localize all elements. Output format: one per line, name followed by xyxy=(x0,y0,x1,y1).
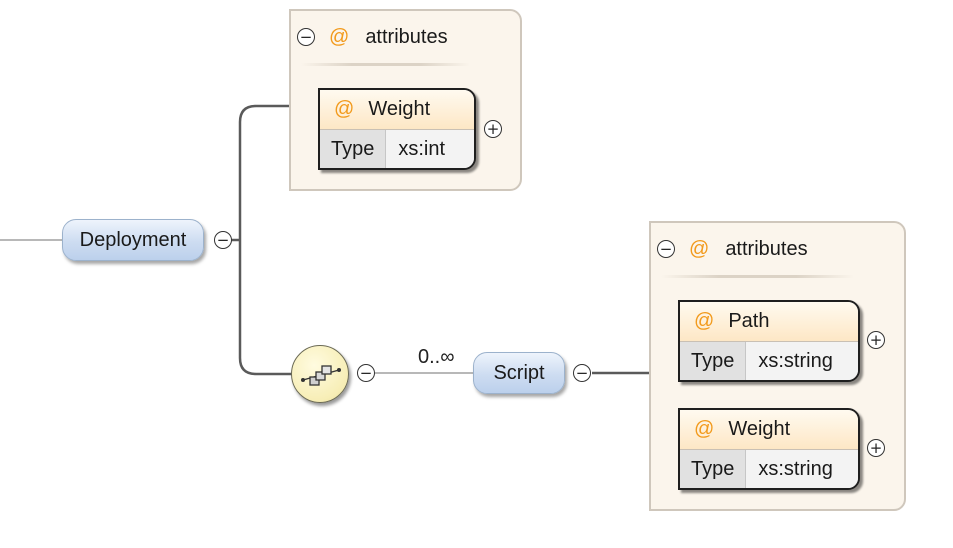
attribute-at-icon: @ xyxy=(694,310,715,332)
type-key: Type xyxy=(680,342,747,380)
deployment-collapse-toggle[interactable]: − xyxy=(214,231,232,249)
type-value: xs:int xyxy=(386,130,474,168)
attributes-collapse-toggle[interactable]: − xyxy=(657,240,675,258)
attribute-name-row: @ Weight xyxy=(320,90,474,130)
attributes-label: attributes xyxy=(725,237,808,260)
attribute-weight-box[interactable]: @ Weight Type xs:int xyxy=(318,88,476,170)
deployment-element[interactable]: Deployment xyxy=(62,219,204,261)
type-key: Type xyxy=(680,450,747,488)
attribute-name: Weight xyxy=(368,98,431,120)
attributes-header: − @ attributes xyxy=(657,237,808,261)
attribute-at-icon: @ xyxy=(689,237,710,260)
attribute-name-row: @ Path xyxy=(680,302,858,342)
attributes-label: attributes xyxy=(365,25,448,48)
attribute-at-icon: @ xyxy=(694,418,715,440)
attribute-type-row: Type xs:string xyxy=(680,342,858,380)
attributes-collapse-toggle[interactable]: − xyxy=(297,28,315,46)
attribute-name: Path xyxy=(728,310,770,332)
attribute-at-icon: @ xyxy=(329,25,350,48)
attribute-path-expand-toggle[interactable]: + xyxy=(867,331,885,349)
type-key: Type xyxy=(320,130,387,168)
sequence-icon xyxy=(301,365,341,386)
sequence-compositor[interactable] xyxy=(291,345,349,403)
script-element[interactable]: Script xyxy=(473,352,565,394)
attribute-name-row: @ Weight xyxy=(680,410,858,450)
sequence-collapse-toggle[interactable]: − xyxy=(357,364,375,382)
script-element-label: Script xyxy=(493,361,545,384)
attribute-type-row: Type xs:int xyxy=(320,130,474,168)
attributes-header: − @ attributes xyxy=(297,25,448,49)
attribute-type-row: Type xs:string xyxy=(680,450,858,488)
attribute-path-box[interactable]: @ Path Type xs:string xyxy=(678,300,860,382)
attribute-name: Weight xyxy=(728,418,791,440)
script-occurrence-label: 0..∞ xyxy=(418,346,455,368)
attribute-weight-box[interactable]: @ Weight Type xs:string xyxy=(678,408,860,490)
attributes-separator xyxy=(301,63,470,66)
type-value: xs:string xyxy=(746,450,858,488)
type-value: xs:string xyxy=(746,342,858,380)
deployment-element-label: Deployment xyxy=(79,228,187,251)
attribute-at-icon: @ xyxy=(334,98,355,120)
attributes-separator xyxy=(661,275,854,278)
attribute-weight-expand-toggle[interactable]: + xyxy=(867,439,885,457)
script-collapse-toggle[interactable]: − xyxy=(573,364,591,382)
attribute-weight-expand-toggle[interactable]: + xyxy=(484,120,502,138)
